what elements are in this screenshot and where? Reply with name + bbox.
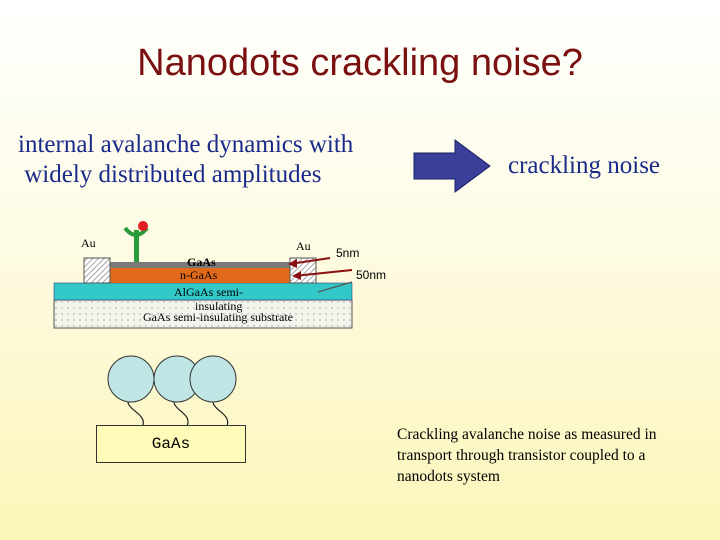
caption-line: transport through transistor coupled to …	[397, 447, 646, 464]
nanodot-3	[189, 355, 237, 403]
algaas-layer-label: AlGaAs semi-	[174, 285, 243, 299]
slide-title: Nanodots crackling noise?	[137, 42, 583, 84]
arrow-50nm-upper	[293, 269, 353, 277]
au-left-label: Au	[81, 236, 96, 250]
arrow-50nm-upper-head	[292, 271, 301, 280]
n-gaas-layer	[110, 268, 290, 283]
caption-line: nanodots system	[397, 468, 500, 485]
algaas-layer-label-2: insulating	[195, 299, 243, 313]
arrow-5nm-head	[288, 259, 297, 268]
gaas-layer-label: GaAs	[187, 255, 216, 269]
implies-arrow	[413, 139, 491, 193]
au-contact-left	[83, 257, 111, 284]
avalanche-description: internal avalanche dynamics with widely …	[18, 131, 354, 188]
gate-dot	[138, 221, 148, 231]
thickness-50nm-label: 50nm	[356, 268, 387, 282]
n-gaas-layer-label: n-GaAs	[180, 268, 218, 282]
substrate-label: GaAs semi-insulating substrate	[143, 310, 293, 324]
caption-line: Crackling avalanche noise as measured in	[397, 426, 657, 443]
arrow-50nm-lower	[317, 281, 353, 293]
gate-stem	[134, 230, 139, 262]
nanodot-1	[107, 355, 155, 403]
gaas-backgate-box: GaAs	[96, 425, 246, 463]
figure-caption: Crackling avalanche noise as measured in…	[397, 424, 709, 487]
crackling-noise-label: crackling noise	[508, 152, 661, 179]
au-right-label: Au	[296, 239, 311, 253]
thickness-5nm-label: 5nm	[336, 246, 360, 260]
gaas-layer	[110, 262, 290, 268]
